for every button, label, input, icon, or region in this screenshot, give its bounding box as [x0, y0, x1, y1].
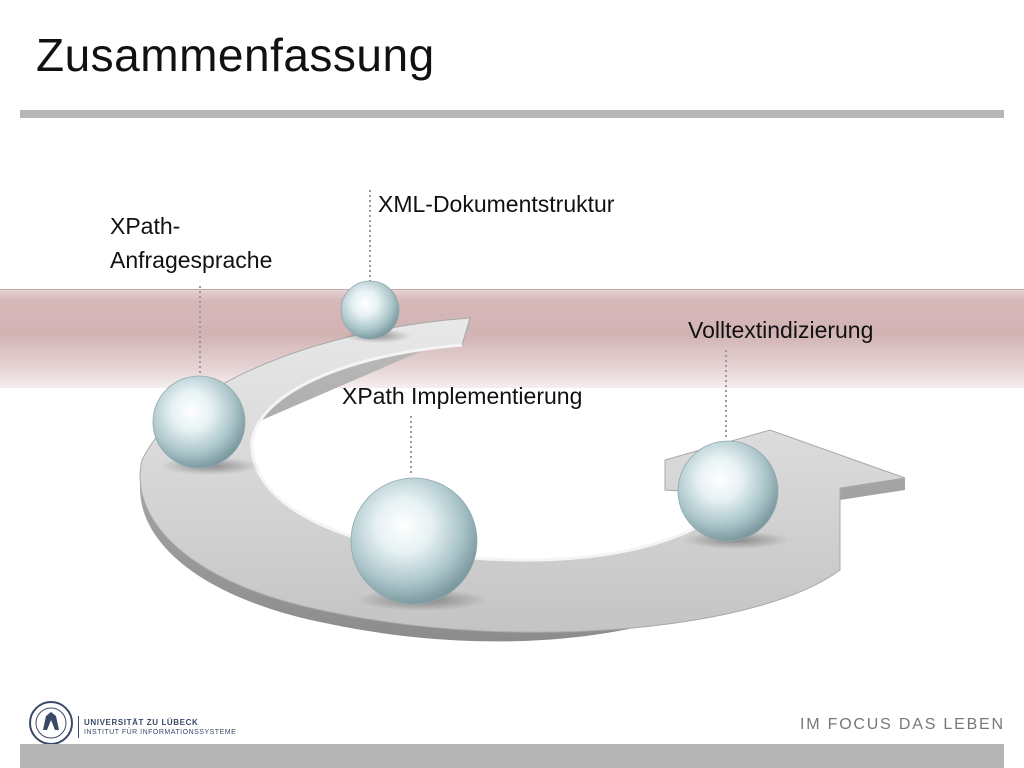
university-name: UNIVERSITÄT ZU LÜBECK: [84, 718, 199, 727]
institute-name: INSTITUT FÜR INFORMATIONSSYSTEME: [84, 729, 237, 736]
arrow-ring: [139, 317, 906, 633]
label-xml-dokumentstruktur: XML-Dokumentstruktur: [378, 191, 615, 217]
label-xpath-line1: XPath-: [110, 213, 181, 239]
background-band: [0, 290, 1024, 388]
label-xpath-implementierung: XPath Implementierung: [342, 383, 583, 409]
university-seal-icon: [29, 701, 73, 745]
arrow-inner-rim: [250, 343, 742, 562]
page-title: Zusammenfassung: [36, 29, 435, 81]
footer-motto: IM FOCUS DAS LEBEN: [800, 716, 1005, 733]
sphere-xpath-impl: [350, 477, 478, 605]
sphere-xpath-lang: [152, 375, 246, 469]
footer-logo-divider: [78, 716, 79, 738]
sphere-volltext: [677, 440, 779, 542]
label-volltextindizierung: Volltextindizierung: [688, 317, 874, 343]
footer-bar: [20, 744, 1004, 768]
title-divider: [20, 110, 1004, 118]
sphere-xml: [340, 280, 400, 340]
label-xpath-line2: Anfragesprache: [110, 247, 273, 273]
